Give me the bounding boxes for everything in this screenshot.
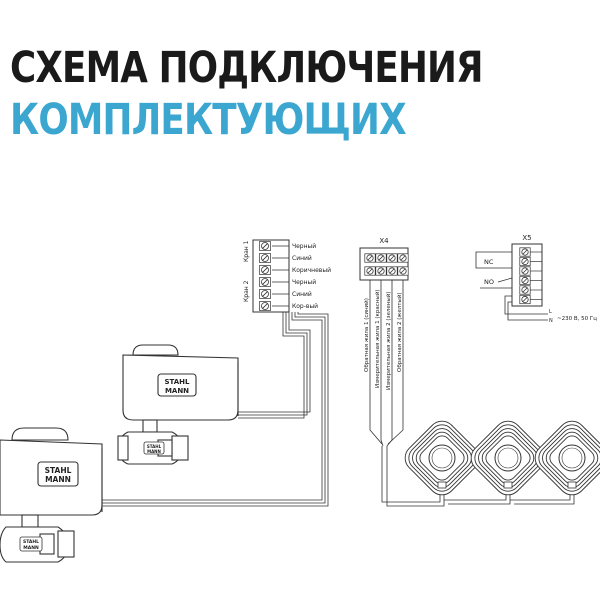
x4-wire bbox=[380, 280, 384, 447]
x4-wire-label: Обратная жила 2 (желтый) bbox=[396, 293, 403, 373]
terminal-screw-icon bbox=[519, 266, 531, 276]
title-block: СХЕМА ПОДКЛЮЧЕНИЯ КОМПЛЕКТУЮЩИХ bbox=[10, 42, 580, 146]
title-line-1: СХЕМА ПОДКЛЮЧЕНИЯ bbox=[10, 43, 484, 93]
x4-wire-label: Измерительная жила 1 (красный) bbox=[374, 290, 381, 388]
x5-power-label: ~230 В, 50 Гц bbox=[557, 316, 597, 322]
brand-logo-line-1: STAHL bbox=[23, 539, 39, 545]
valve-1-cable bbox=[238, 312, 308, 416]
valve-2-stem bbox=[21, 514, 39, 528]
terminal-screw-icon bbox=[519, 294, 531, 305]
brand-logo-line-2: MANN bbox=[165, 387, 189, 395]
valve-1-cable bbox=[238, 312, 305, 419]
valve-2-cap bbox=[11, 427, 69, 441]
x5-nc-label: NC bbox=[484, 258, 494, 266]
terminal-screw-icon bbox=[375, 253, 387, 263]
valve-wire-label: Кор-вый bbox=[292, 303, 318, 310]
terminal-screw-icon bbox=[519, 275, 531, 286]
terminal-screw-icon bbox=[259, 289, 271, 299]
terminal-screw-icon bbox=[259, 277, 271, 287]
brand-logo-line-1: STAHL bbox=[45, 466, 72, 475]
valve-wire-label: Коричневый bbox=[292, 267, 331, 274]
sensor-cable bbox=[386, 446, 445, 507]
x4-wire-labels: Обратная жила 1 (синий) Измерительная жи… bbox=[363, 290, 403, 390]
terminal-screw-icon bbox=[259, 301, 271, 311]
title-line-2: КОМПЛЕКТУЮЩИХ bbox=[10, 95, 407, 145]
valve-cables bbox=[102, 312, 329, 507]
brand-logo-line-2: MANN bbox=[23, 545, 39, 551]
x4-wire-label: Измерительная жила 2 (зеленый) bbox=[385, 292, 392, 390]
valve-wire-label: Черный bbox=[292, 243, 316, 250]
sensor-cable bbox=[444, 488, 507, 501]
x4-wire bbox=[387, 280, 404, 445]
valve-2-cable bbox=[102, 312, 326, 504]
terminal-screw-icon bbox=[519, 247, 531, 257]
leak-sensor-icon bbox=[404, 420, 480, 496]
valve-2: STAHL MANN STAHL MANN bbox=[0, 427, 103, 563]
x5-terminal-block: X5 NC NO L N ~230 В, 50 Гц bbox=[475, 234, 597, 324]
x4-wire-label: Обратная жила 1 (синий) bbox=[363, 298, 370, 372]
x5-terminal-screws bbox=[519, 247, 542, 305]
x4-terminal-block: X4 Обратная жила 1 (синий) Измерительная… bbox=[359, 237, 409, 390]
leak-sensor-icon bbox=[470, 420, 546, 496]
valve-1-cap bbox=[132, 344, 179, 356]
valve-1-port-right bbox=[171, 435, 189, 461]
brand-logo-line-1: STAHL bbox=[147, 444, 162, 449]
terminal-screw-icon bbox=[364, 266, 376, 276]
x4-terminal-screws bbox=[364, 253, 409, 276]
valve-terminal-body bbox=[252, 239, 290, 313]
terminal-screw-icon bbox=[259, 265, 271, 275]
terminal-screw-icon bbox=[519, 256, 531, 267]
valve-1: STAHL MANN STAHL MANN bbox=[117, 344, 239, 465]
terminal-screw-icon bbox=[364, 253, 376, 263]
valve-group-1-label: Кран 1 bbox=[243, 240, 250, 262]
valve-2-cable bbox=[102, 312, 323, 501]
valve-2-cable bbox=[102, 312, 329, 507]
terminal-screw-icon bbox=[386, 253, 398, 263]
valve-wire-labels: Черный Синий Коричневый Черный Синий Кор… bbox=[292, 243, 331, 310]
terminal-screw-icon bbox=[259, 241, 271, 251]
valve-group-2-label: Кран 2 bbox=[243, 280, 250, 302]
terminal-screw-icon bbox=[397, 266, 409, 276]
valve-1-port-left bbox=[117, 435, 129, 461]
terminal-screw-icon bbox=[386, 266, 398, 276]
valve-wire-label: Черный bbox=[292, 279, 316, 286]
terminal-screw-icon bbox=[259, 253, 271, 263]
valve-wire-label: Синий bbox=[292, 291, 312, 298]
x5-label: X5 bbox=[522, 234, 531, 242]
valve-wire-label: Синий bbox=[292, 255, 312, 262]
valve-2-nut-logo: STAHL MANN bbox=[19, 536, 43, 552]
x5-relay-lines bbox=[475, 251, 548, 321]
valve-2-logo: STAHL MANN bbox=[37, 461, 79, 487]
leak-sensor-icon bbox=[534, 420, 600, 496]
x4-label: X4 bbox=[379, 237, 389, 245]
brand-logo-line-2: MANN bbox=[45, 475, 71, 484]
valve-1-stem bbox=[142, 419, 158, 433]
valve-1-nut-logo: STAHL MANN bbox=[143, 441, 165, 455]
x5-l-label: L bbox=[549, 309, 552, 315]
valve-terminal-screws bbox=[259, 241, 289, 311]
valve-1-logo: STAHL MANN bbox=[157, 373, 197, 397]
terminal-screw-icon bbox=[397, 253, 409, 263]
valve-terminal-block: Кран 1 Кран 2 Черный Синий Коричневый Че… bbox=[243, 239, 331, 313]
x5-n-label: N bbox=[549, 318, 553, 324]
terminal-screw-icon bbox=[519, 285, 531, 295]
brand-logo-line-1: STAHL bbox=[164, 378, 190, 386]
brand-logo-line-2: MANN bbox=[147, 449, 161, 454]
terminal-screw-icon bbox=[375, 266, 387, 276]
x4-wire bbox=[369, 280, 383, 445]
x5-no-label: NO bbox=[484, 278, 494, 286]
valve-1-cable bbox=[238, 312, 311, 413]
valve-2-port-right bbox=[57, 530, 75, 558]
leak-sensors bbox=[404, 420, 600, 496]
